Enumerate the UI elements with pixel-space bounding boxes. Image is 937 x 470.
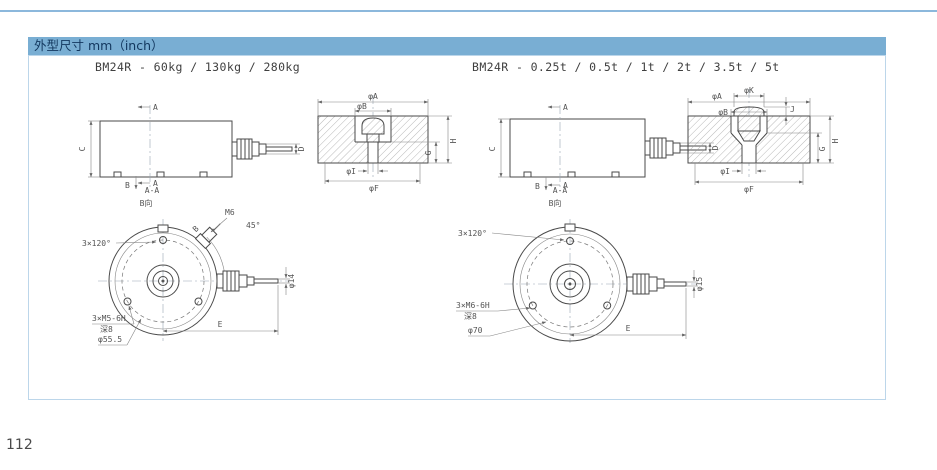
dim-label-phi-i: φI (720, 167, 730, 176)
view-arrow-b: B (535, 182, 540, 191)
right-drawing-group: BM24R - 0.25t / 0.5t / 1t / 2t / 3.5t / … (456, 60, 840, 343)
dim-label-phi-b: φB (357, 102, 367, 111)
top-accent-line (0, 10, 937, 12)
dim-label-phi-b: φB (718, 108, 728, 117)
bolt-circle-dia-label: φ70 (468, 326, 483, 335)
dim-label-phi-f: φF (744, 185, 754, 194)
page-number: 112 (6, 437, 33, 453)
dim-label-e: E (626, 324, 631, 333)
right-side-view: A A B C D (488, 103, 720, 191)
dim-label-e: E (218, 320, 223, 329)
left-bottom-view: B M6 45° φ14 E 3×120° (82, 208, 296, 346)
dim-label-phi-a: φA (368, 92, 378, 101)
hole-pattern-label: 3×120° (82, 239, 111, 248)
dim-label-phi-k: φK (744, 86, 754, 95)
dim-label-c: C (488, 146, 497, 151)
tap-note-line1: 3×M6-6H (456, 301, 490, 310)
thread-label-m6: M6 (225, 208, 235, 217)
dim-label-c: C (78, 146, 87, 151)
drawing-frame (28, 55, 886, 400)
dim-label-phi-a: φA (712, 92, 722, 101)
section-arrow-a-bottom: A (153, 179, 158, 188)
stub-label-b: B (191, 224, 201, 234)
angle-label-45: 45° (246, 221, 260, 230)
bolt-circle-dia-label: φ55.5 (98, 335, 122, 344)
section-arrow-a-top: A (153, 103, 158, 112)
dim-label-phi-f: φF (369, 184, 379, 193)
right-section-view: φK φA φB J H G (687, 86, 840, 194)
right-view-label: B向 (549, 198, 562, 208)
dim-label-h: H (449, 138, 458, 143)
section-arrow-a-bottom: A (563, 181, 568, 190)
right-model-title: BM24R - 0.25t / 0.5t / 1t / 2t / 3.5t / … (472, 60, 780, 74)
left-side-view: A A B C D (78, 103, 306, 190)
tap-note-line2: 深8 (100, 325, 113, 334)
left-section-view: φA φB H G φI φF (317, 92, 458, 193)
dim-label-g: G (818, 146, 827, 151)
right-section-label: A-A (553, 186, 568, 195)
left-model-title: BM24R - 60kg / 130kg / 280kg (95, 60, 300, 74)
dim-label-cable-dia: φ14 (287, 274, 296, 289)
dim-label-d: D (297, 146, 306, 151)
hole-pattern-label: 3×120° (458, 229, 487, 238)
dim-label-h: H (831, 138, 840, 143)
tap-note-line2: 深8 (464, 312, 477, 321)
dim-label-g: G (424, 150, 433, 155)
left-drawing-group: BM24R - 60kg / 130kg / 280kg A A B C (78, 60, 458, 346)
left-view-label: B向 (140, 198, 153, 208)
view-arrow-b: B (125, 181, 130, 190)
dim-label-cable-dia: φ15 (695, 277, 704, 292)
tap-note-line1: 3×M5-6H (92, 314, 126, 323)
section-header: 外型尺寸 mm（inch） (28, 37, 886, 55)
right-bottom-view: φ15 E 3×120° 3×M6-6H 深8 φ70 (456, 219, 704, 343)
dim-label-j: J (790, 105, 795, 114)
angled-connector-stub: B (191, 223, 221, 250)
section-arrow-a-top: A (563, 103, 568, 112)
technical-drawings: BM24R - 60kg / 130kg / 280kg A A B C (78, 60, 840, 346)
dim-label-phi-i: φI (346, 167, 356, 176)
section-title: 外型尺寸 mm（inch） (34, 38, 164, 53)
left-section-label: A-A (145, 186, 160, 195)
